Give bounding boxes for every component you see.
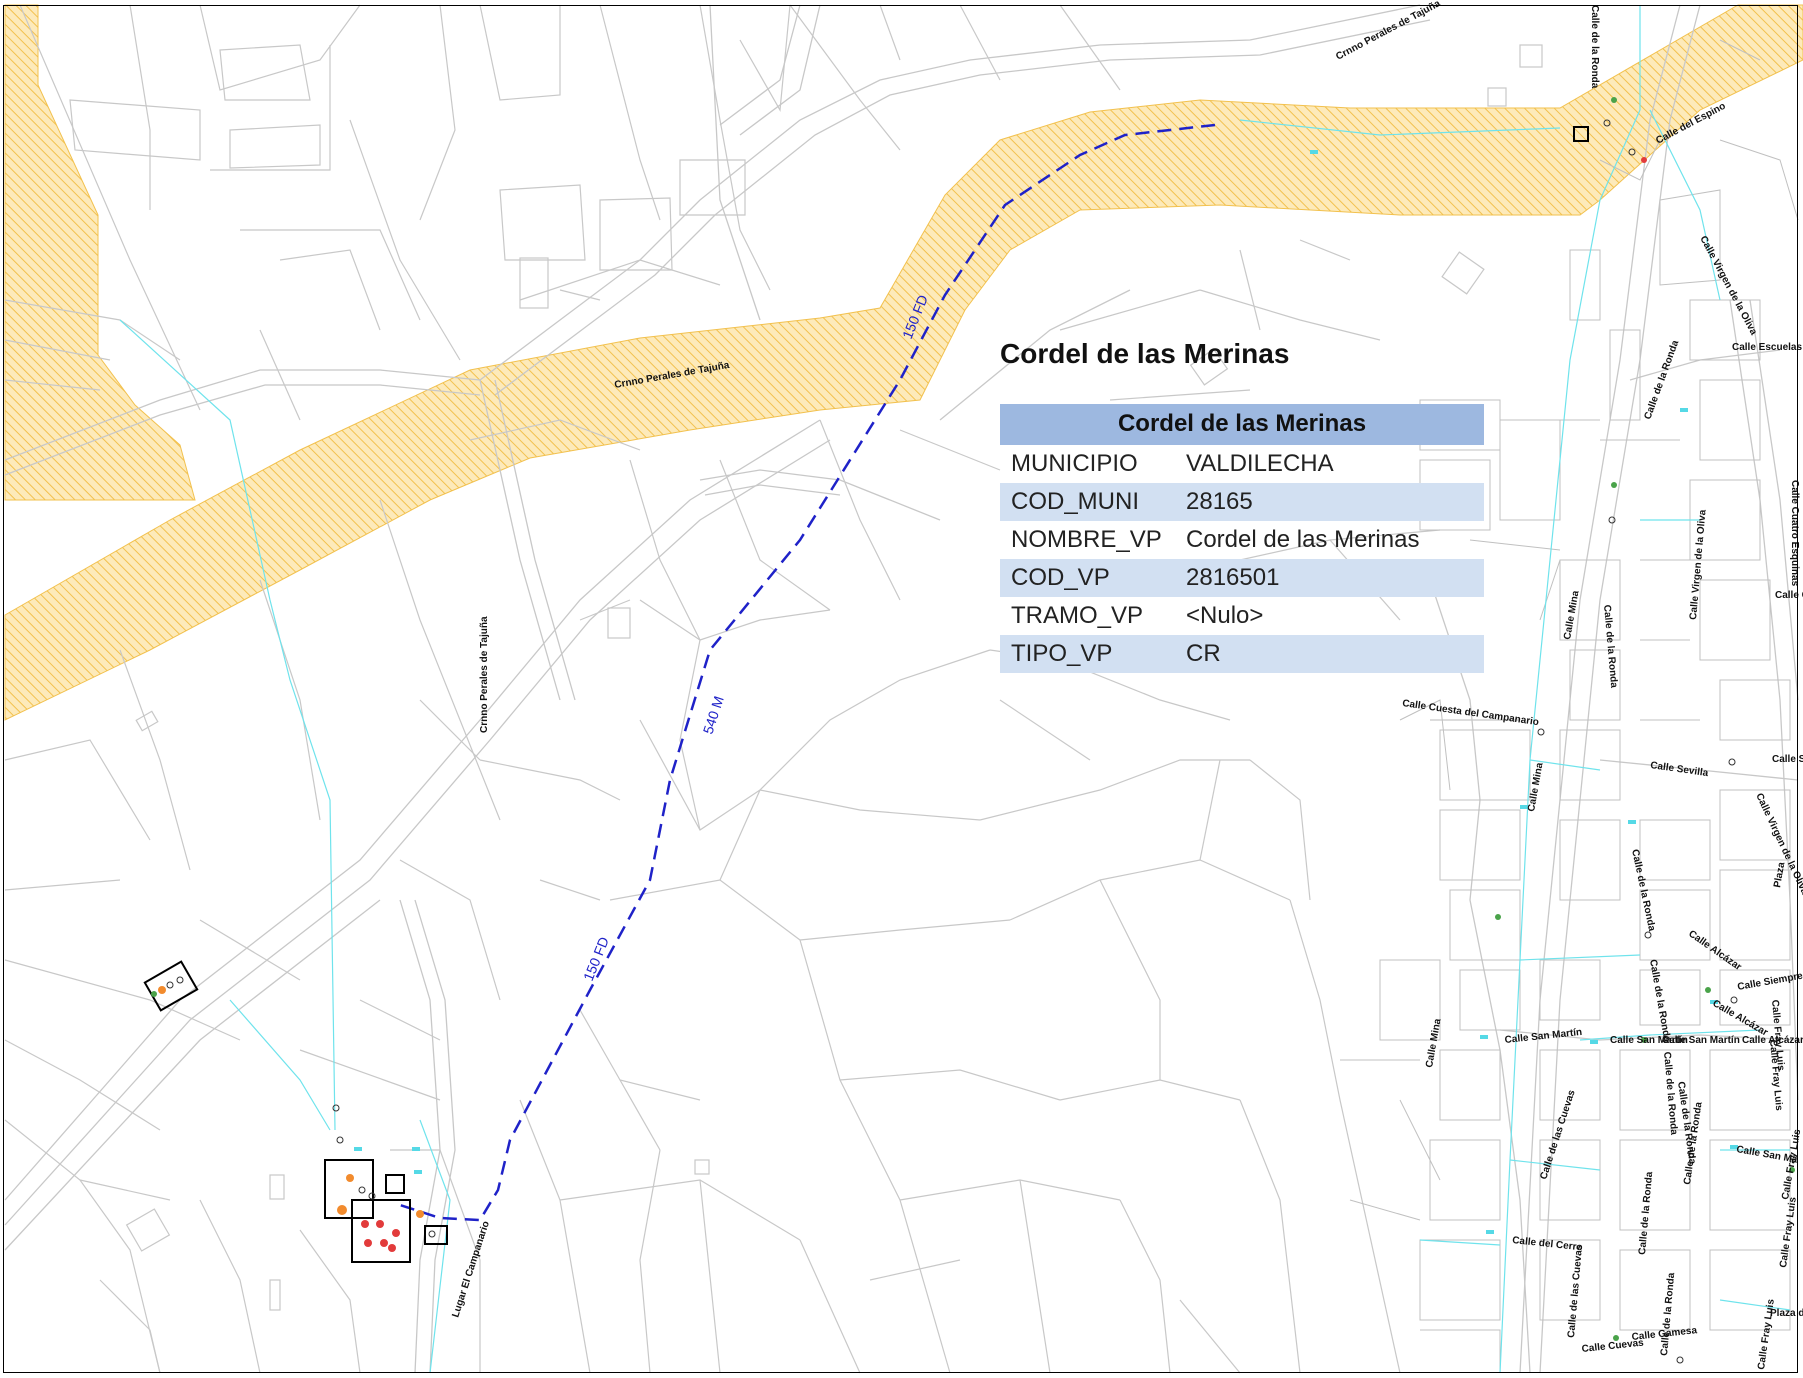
field-value: 2816501 bbox=[1176, 559, 1484, 597]
field-value: VALDILECHA bbox=[1186, 450, 1334, 477]
street-label: Calle de la Ronda bbox=[1659, 1272, 1677, 1356]
field-name: COD_MUNI bbox=[1000, 483, 1176, 521]
street-label: Calle de la Ronda bbox=[1647, 959, 1672, 1043]
attribute-table: Cordel de las Merinas MUNICIPIO VALDILEC… bbox=[1000, 404, 1484, 673]
livestock-path-main bbox=[4, 4, 1803, 721]
street-label: Calle Fray Luis bbox=[1756, 1298, 1777, 1370]
road-lines bbox=[4, 4, 1799, 1374]
livestock-path-west bbox=[4, 4, 196, 501]
equipment-cluster-northeast[interactable] bbox=[1310, 97, 1795, 1364]
street-label: Plaza de bbox=[1770, 1308, 1803, 1319]
street-label: Calle de la Ronda bbox=[1661, 1051, 1679, 1135]
equipment-cluster-west[interactable] bbox=[143, 960, 199, 1012]
street-label: Calle San Martín bbox=[1662, 1035, 1740, 1046]
street-label: Calle Alcázar bbox=[1711, 998, 1770, 1039]
field-value: Cordel de las Merinas bbox=[1186, 526, 1420, 553]
street-label: Calle Fray Luis bbox=[1780, 1128, 1803, 1200]
street-label: Calle Cuatro Esquinas bbox=[1789, 480, 1800, 587]
table-row: MUNICIPIO VALDILECHA bbox=[1000, 445, 1484, 483]
street-label: Calle San Martín bbox=[1610, 1035, 1688, 1046]
street-label: Calle Virgen de la Oliva bbox=[1688, 509, 1709, 620]
table-row: NOMBRE_VP Cordel de las Merinas bbox=[1000, 521, 1484, 559]
street-label: Calle de la Ronda bbox=[1637, 1171, 1655, 1255]
parcel-lines bbox=[4, 4, 1543, 1374]
field-name: NOMBRE_VP bbox=[1011, 526, 1162, 553]
table-row: COD_VP 2816501 bbox=[1000, 559, 1484, 597]
street-label: Calle Ca bbox=[1775, 590, 1803, 601]
table-row: TRAMO_VP <Nulo> bbox=[1000, 597, 1484, 635]
length-label: 540 M bbox=[700, 694, 727, 736]
street-label: Calle Fray Luis bbox=[1778, 1196, 1799, 1268]
street-label: Crnno Perales de Tajuña bbox=[1334, 0, 1442, 63]
table-row: COD_MUNI 28165 bbox=[1000, 483, 1484, 521]
street-label: Crnno Perales de Tajuña bbox=[479, 616, 490, 733]
table-row: TIPO_VP CR bbox=[1000, 635, 1484, 673]
street-label: Plaza bbox=[1772, 861, 1787, 889]
street-label: Calle S bbox=[1772, 754, 1803, 765]
street-label: Calle Mina bbox=[1424, 1017, 1443, 1068]
livestock-path-band[interactable] bbox=[4, 4, 1803, 721]
water-lines bbox=[119, 5, 1791, 1374]
street-label: Calle de las Cuevas bbox=[1566, 1244, 1585, 1338]
field-value: CR bbox=[1176, 635, 1484, 673]
street-label: Calle de la Ronda bbox=[1589, 5, 1600, 89]
fiber-route[interactable] bbox=[399, 123, 1216, 1222]
street-label: Calle Virgen de la Oliva bbox=[1697, 234, 1759, 337]
popup-title: Cordel de las Merinas bbox=[1000, 338, 1290, 369]
field-name: TRAMO_VP bbox=[1011, 602, 1144, 629]
field-value: 28165 bbox=[1176, 483, 1484, 521]
field-name: MUNICIPIO bbox=[1011, 450, 1138, 477]
equipment-cluster-south[interactable] bbox=[324, 1104, 448, 1263]
street-label: Calle Sevilla bbox=[1650, 760, 1710, 779]
field-name: COD_VP bbox=[1000, 559, 1176, 597]
street-label: Calle Escuelas bbox=[1732, 342, 1802, 353]
fd-label-bottom: 150 FD bbox=[580, 935, 612, 984]
field-value: <Nulo> bbox=[1186, 602, 1264, 629]
field-name: TIPO_VP bbox=[1000, 635, 1176, 673]
street-label: Calle Alcázar bbox=[1686, 928, 1743, 973]
street-label: Calle de la Ronda bbox=[1601, 604, 1619, 688]
table-header: Cordel de las Merinas bbox=[1000, 404, 1484, 445]
street-label: Calle de la Ronda bbox=[1642, 339, 1681, 422]
street-label: Calle Alcázar bbox=[1742, 1035, 1803, 1046]
